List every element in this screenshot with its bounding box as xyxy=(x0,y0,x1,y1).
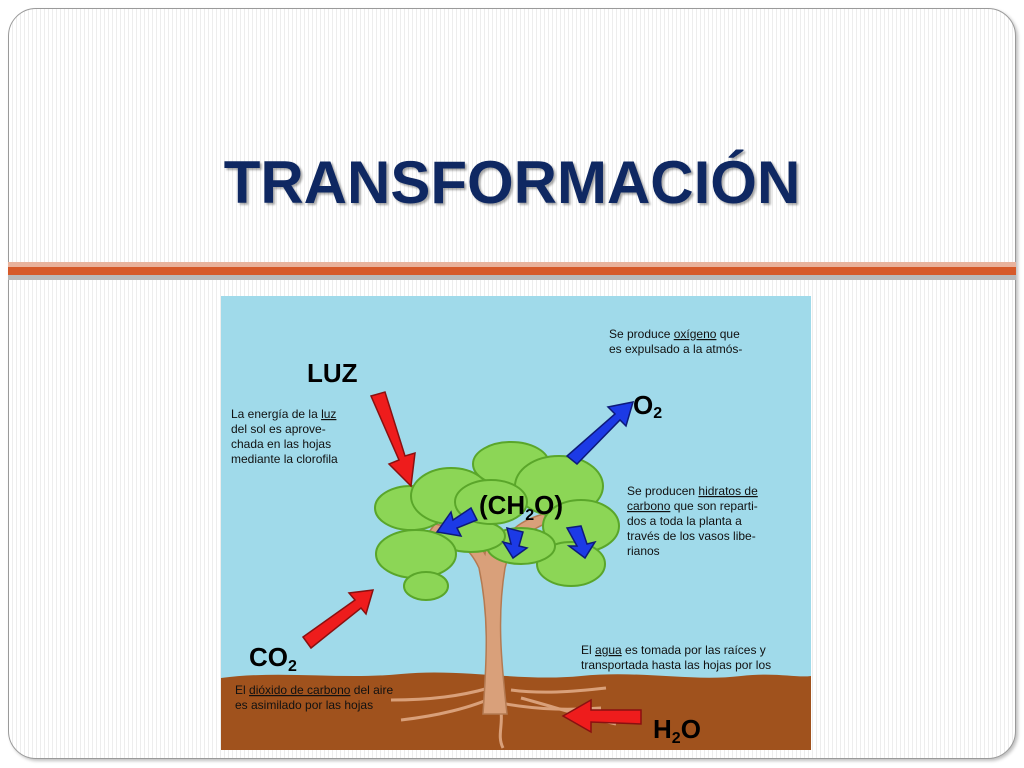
arrow-light-red xyxy=(369,391,416,488)
svg-text:transportada hasta las hojas p: transportada hasta las hojas por los xyxy=(581,658,771,672)
svg-text:carbono que son reparti-: carbono que son reparti- xyxy=(627,499,758,513)
svg-text:rianos: rianos xyxy=(627,544,660,558)
title-rule-orange xyxy=(8,267,1016,275)
arrow-water-red xyxy=(561,698,642,734)
arrow-co2-red xyxy=(301,589,375,650)
svg-text:mediante la clorofila: mediante la clorofila xyxy=(231,452,338,466)
arrow-oxygen-blue xyxy=(565,401,635,466)
caption-carbohydrates: Se producen hidratos de carbono que son … xyxy=(627,484,758,558)
svg-text:El dióxido de carbono del aire: El dióxido de carbono del aire xyxy=(235,683,393,697)
title-rule-gray xyxy=(8,275,1016,280)
svg-text:Se producen hidratos de: Se producen hidratos de xyxy=(627,484,758,498)
label-h2o: H2O xyxy=(653,714,701,747)
photosynthesis-diagram: LUZ O2 (CH2O) CO2 H2O La energía de la l… xyxy=(221,296,811,750)
caption-co2: El dióxido de carbono del aire es asimil… xyxy=(235,683,393,712)
sky-background xyxy=(221,296,811,750)
caption-water: El agua es tomada por las raíces y trans… xyxy=(581,643,771,672)
svg-text:El agua es tomada por las raíc: El agua es tomada por las raíces y xyxy=(581,643,766,657)
svg-text:La energía de la luz: La energía de la luz xyxy=(231,407,336,421)
caption-oxygen: Se produce oxígeno que es expulsado a la… xyxy=(609,327,742,356)
label-luz: LUZ xyxy=(307,358,358,388)
title-rule-light xyxy=(8,262,1016,267)
arrow-carbs-right-blue xyxy=(565,525,597,560)
svg-text:del sol es aprove-: del sol es aprove- xyxy=(231,422,326,436)
label-ch2o: (CH2O) xyxy=(479,490,563,524)
slide-title: TRANSFORMACIÓN xyxy=(223,149,801,216)
svg-text:es expulsado a la atmós-: es expulsado a la atmós- xyxy=(609,342,742,356)
label-o2: O2 xyxy=(633,390,662,422)
label-co2: CO2 xyxy=(249,642,297,675)
arrow-carbs-mid-blue xyxy=(501,526,529,560)
svg-text:Se produce oxígeno que: Se produce oxígeno que xyxy=(609,327,740,341)
arrow-carbs-left-blue xyxy=(435,506,479,537)
svg-text:través de los vasos libe-: través de los vasos libe- xyxy=(627,529,756,543)
svg-text:chada en las hojas: chada en las hojas xyxy=(231,437,331,451)
photosynthesis-svg: LUZ O2 (CH2O) CO2 H2O La energía de la l… xyxy=(221,296,811,750)
svg-text:dos a toda la planta a: dos a toda la planta a xyxy=(627,514,742,528)
soil xyxy=(221,672,811,750)
caption-light: La energía de la luz del sol es aprove- … xyxy=(231,407,338,466)
svg-text:es asimilado por las hojas: es asimilado por las hojas xyxy=(235,698,373,712)
